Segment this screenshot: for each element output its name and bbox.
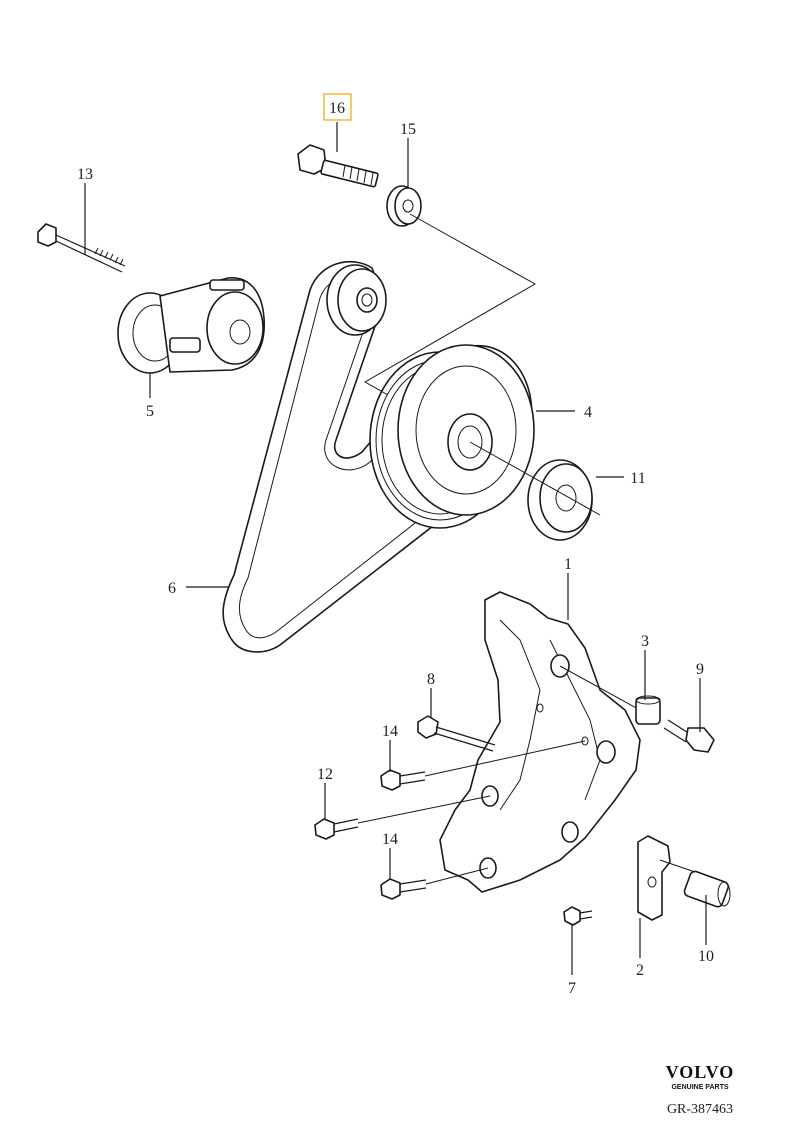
bracket-bolt-14-lower[interactable] (380, 878, 427, 900)
pulley-bolt[interactable] (297, 144, 379, 188)
bracket-bolt-9[interactable] (663, 719, 715, 753)
callout-7[interactable]: 7 (568, 980, 576, 997)
callout-9[interactable]: 9 (696, 661, 704, 678)
genuine-parts-text: GENUINE PARTS (671, 1084, 728, 1091)
callout-16[interactable]: 16 (329, 100, 345, 117)
callout-16-highlight (323, 93, 352, 121)
callout-1[interactable]: 1 (564, 556, 572, 573)
small-screw[interactable] (563, 906, 593, 926)
diagram-reference-code: GR-387463 (667, 1102, 733, 1117)
volvo-logo-text: VOLVO (666, 1062, 735, 1082)
callout-11[interactable]: 11 (630, 470, 645, 487)
callouts: 16 15 13 5 4 11 6 1 3 9 8 14 12 14 7 2 1… (77, 93, 714, 997)
callout-2[interactable]: 2 (636, 962, 644, 979)
mounting-bracket[interactable] (439, 591, 641, 893)
callout-14-lower[interactable]: 14 (382, 831, 398, 848)
callout-3[interactable]: 3 (641, 633, 649, 650)
sleeve-bolt[interactable] (683, 870, 731, 908)
callout-10[interactable]: 10 (698, 948, 714, 965)
bracket-bolt-8[interactable] (417, 715, 496, 752)
bracket-clamp[interactable] (637, 835, 671, 921)
spacer-washer[interactable] (386, 185, 422, 227)
belt-pulley[interactable] (369, 344, 535, 529)
pulley-washer[interactable] (527, 459, 593, 541)
bracket-bolt-14-upper[interactable] (380, 769, 426, 791)
belt-tensioner[interactable] (117, 277, 265, 374)
branding: VOLVO GENUINE PARTS GR-387463 (666, 1062, 735, 1117)
bracket-bolt-12[interactable] (314, 818, 359, 840)
leader-lines (84, 122, 707, 975)
callout-4[interactable]: 4 (584, 404, 592, 421)
idler-pulley[interactable] (326, 264, 387, 336)
callout-14-upper[interactable]: 14 (382, 723, 398, 740)
bracket-bush[interactable] (635, 695, 661, 725)
tensioner-bolt[interactable] (37, 223, 126, 273)
callout-6[interactable]: 6 (168, 580, 176, 597)
callout-12[interactable]: 12 (317, 766, 333, 783)
callout-13[interactable]: 13 (77, 166, 93, 183)
callout-8[interactable]: 8 (427, 671, 435, 688)
callout-5[interactable]: 5 (146, 403, 154, 420)
callout-15[interactable]: 15 (400, 121, 416, 138)
